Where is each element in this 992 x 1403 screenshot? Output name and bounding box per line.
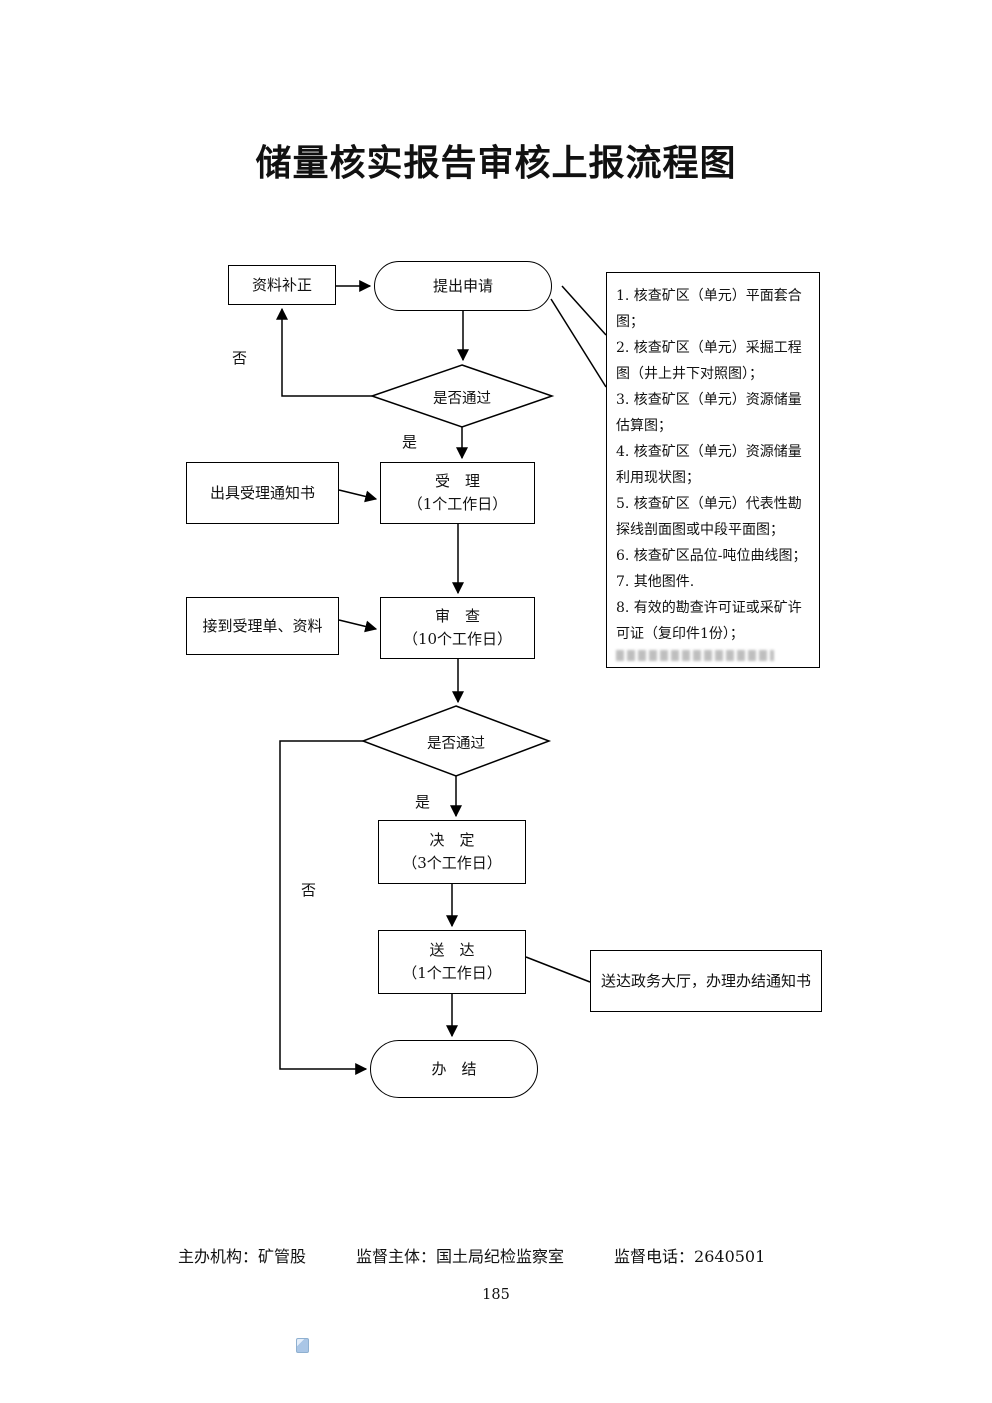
no-path-decision2-to-complete: [279, 740, 368, 1075]
clipped-text-artifact: [616, 650, 774, 661]
attachments-note-box: 1. 核查矿区（单元）平面套合图； 2. 核查矿区（单元）采掘工程图（井上井下对…: [606, 272, 820, 668]
arrow-receive-to-review: [338, 619, 378, 633]
decision1-yes-label: 是: [402, 433, 418, 451]
node-deliver: 送 达 （1个工作日）: [378, 930, 526, 994]
node-issue-notice: 出具受理通知书: [186, 462, 339, 524]
attachment-note-item: 1. 核查矿区（单元）平面套合图；: [616, 288, 802, 330]
node-deliver-duration: （1个工作日）: [402, 964, 502, 982]
node-accept: 受 理 （1个工作日）: [380, 462, 535, 524]
node-accept-label: 受 理: [434, 472, 480, 490]
node-review-label: 审 查: [434, 607, 480, 625]
node-deliver-note: 送达政务大厅，办理办结通知书: [590, 950, 822, 1012]
node-review-duration: （10个工作日）: [402, 630, 513, 648]
node-decide: 决 定 （3个工作日）: [378, 820, 526, 884]
attachment-note-item: 6. 核查矿区品位-吨位曲线图；: [616, 548, 807, 564]
attachment-note-item: 8. 有效的勘查许可证或采矿许可证（复印件1份）；: [616, 600, 802, 642]
node-submit-application-label: 提出申请: [432, 276, 493, 295]
decision1-no-label: 否: [232, 349, 248, 367]
node-submit-application: 提出申请: [374, 261, 552, 311]
node-complete-label: 办 结: [431, 1059, 477, 1078]
footer-info: 主办机构：矿管股 监督主体：国土局纪检监察室 监督电话：2640501: [178, 1243, 765, 1267]
node-material-correction-label: 资料补正: [251, 275, 312, 294]
node-issue-notice-label: 出具受理通知书: [209, 483, 315, 502]
attachment-note-item: 7. 其他图件.: [616, 574, 695, 590]
node-decision1-label: 是否通过: [433, 391, 491, 407]
node-accept-duration: （1个工作日）: [407, 495, 508, 513]
no-path-decision1-to-correction: [276, 307, 372, 397]
node-receive-materials-label: 接到受理单、资料: [202, 616, 323, 635]
page-title: 储量核实报告审核上报流程图: [255, 143, 737, 184]
node-deliver-note-label: 送达政务大厅，办理办结通知书: [600, 971, 811, 990]
attachment-note-item: 3. 核查矿区（单元）资源储量估算图；: [616, 392, 802, 434]
small-page-icon: [296, 1338, 309, 1353]
callout-line-upper: [561, 285, 607, 336]
node-complete: 办 结: [370, 1040, 538, 1098]
page-number: 185: [482, 1287, 510, 1303]
decision2-diamond: [360, 705, 552, 777]
footer-phone: 监督电话：2640501: [614, 1247, 766, 1266]
node-receive-materials: 接到受理单、资料: [186, 597, 339, 655]
attachment-note-item: 2. 核查矿区（单元）采掘工程图（井上井下对照图）；: [616, 340, 802, 382]
footer-organizer: 主办机构：矿管股: [178, 1247, 307, 1266]
node-decision2-label: 是否通过: [427, 736, 485, 752]
node-deliver-label: 送 达: [429, 941, 475, 959]
attachment-note-item: 4. 核查矿区（单元）资源储量利用现状图；: [616, 444, 802, 486]
decision2-no-label: 否: [301, 881, 317, 899]
callout-line-lower: [550, 298, 607, 388]
arrow-notice-to-accept: [338, 489, 378, 503]
decision1-diamond: [369, 364, 555, 428]
attachment-note-item: 5. 核查矿区（单元）代表性勘探线剖面图或中段平面图；: [616, 496, 802, 538]
node-material-correction: 资料补正: [228, 265, 336, 305]
decision2-yes-label: 是: [415, 793, 431, 811]
node-review: 审 查 （10个工作日）: [380, 597, 535, 659]
node-decide-label: 决 定: [429, 831, 475, 849]
line-deliver-to-note: [525, 956, 591, 983]
node-decide-duration: （3个工作日）: [402, 854, 502, 872]
footer-supervisor: 监督主体：国土局纪检监察室: [356, 1247, 565, 1266]
